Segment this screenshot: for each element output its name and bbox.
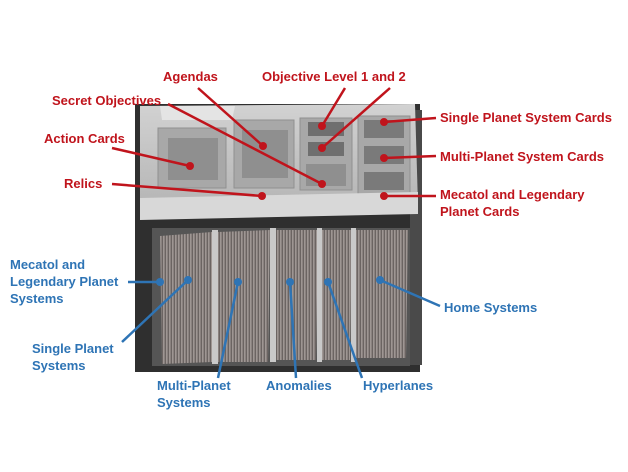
card-stack [308,122,344,136]
divider [270,228,276,362]
leader-action-cards [111,146,191,168]
label-text: Mecatol and [10,257,86,272]
divider [212,230,218,364]
label-multi-planet-cards: Multi-Planet System Cards [440,148,604,165]
leader-single-planet-cards [383,116,437,124]
card-stack [306,164,346,186]
divider [351,228,356,362]
leader-multi-planet-cards [383,154,437,160]
card-stack [364,172,404,190]
label-text: Single Planet System Cards [440,110,612,125]
label-text: Home Systems [444,300,538,315]
leader-objective-2 [321,87,391,149]
label-action-cards: Action Cards [44,130,125,147]
dot [380,154,388,162]
label-text: Relics [64,176,103,191]
label-single-planet-cards: Single Planet System Cards [440,109,612,126]
leader-secret-objectives [167,102,323,186]
divider [317,228,322,362]
dot [324,278,332,286]
dot [380,118,388,126]
label-text: Agendas [163,69,218,84]
tile-row [276,230,318,360]
dot [186,162,194,170]
label-secret-objectives: Secret Objectives [52,92,161,109]
leader-anomalies [288,281,298,379]
game-box-insert-photo [135,104,422,372]
tray-front [140,192,418,220]
dot [380,192,388,200]
card-leader-dots [186,118,388,200]
label-anomalies: Anomalies [266,377,332,394]
label-mecatol-cards: Mecatol and Legendary Planet Cards [440,186,584,220]
tile-row [160,232,212,364]
leader-single-planet-systems [121,279,189,343]
dot [318,144,326,152]
dot [259,142,267,150]
label-text: Action Cards [44,131,125,146]
label-single-planet-systems: Single Planet Systems [32,340,114,374]
label-text: Planet Cards [440,204,520,219]
label-text: Legendary Planet [10,274,119,289]
label-mecatol-systems: Mecatol and Legendary Planet Systems [10,256,118,307]
label-text: Single Planet [32,341,114,356]
label-text: Hyperlanes [363,378,434,393]
card-leader-lines [111,87,437,198]
label-objective-level: Objective Level 1 and 2 [262,68,406,85]
dot [234,278,242,286]
label-agendas: Agendas [163,68,218,85]
dot [318,180,326,188]
leader-multi-planet-systems [216,281,240,379]
card-stack [168,138,218,180]
card-stack [364,120,404,138]
dot [184,276,192,284]
tile-row [356,230,408,358]
label-text: Secret Objectives [52,93,162,108]
dot [258,192,266,200]
label-relics: Relics [64,175,102,192]
label-multi-planet-systems: Multi-Planet Systems [157,377,231,411]
system-leader-lines [121,278,441,379]
label-home-systems: Home Systems [444,299,537,316]
label-hyperlanes: Hyperlanes [363,377,433,394]
label-text: Systems [10,291,64,306]
leader-hyperlanes [326,281,364,379]
dot [286,278,294,286]
dot [376,276,384,284]
label-text: Multi-Planet System Cards [440,149,604,164]
label-text: Systems [157,395,211,410]
label-text: Multi-Planet [157,378,231,393]
label-text: Anomalies [266,378,332,393]
label-text: Objective Level 1 and 2 [262,69,406,84]
dot [318,122,326,130]
leader-objective-1 [320,87,347,127]
label-text: Mecatol and Legendary [440,187,585,202]
leader-relics [111,182,263,198]
tray-ledge [160,106,235,120]
leader-agendas [197,87,264,147]
tile-row [218,230,270,362]
card-stack [308,142,344,156]
label-text: Systems [32,358,86,373]
leader-home-systems [379,278,441,308]
system-leader-dots [156,276,384,286]
dot [156,278,164,286]
